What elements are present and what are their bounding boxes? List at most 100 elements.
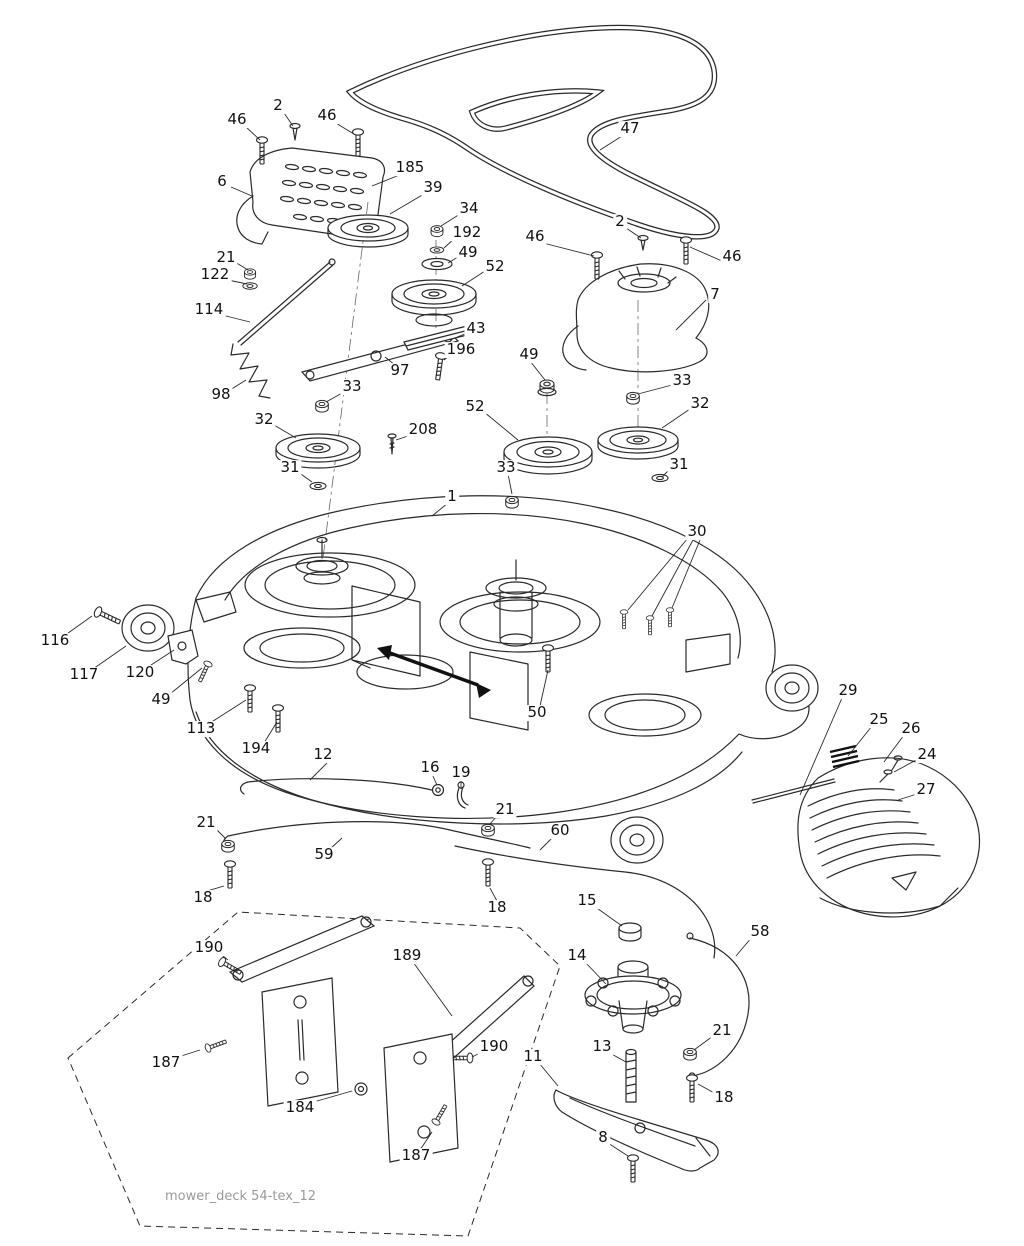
part-label-113: 113	[184, 719, 218, 738]
brake-rod-114	[237, 258, 336, 346]
flange-nut-49	[537, 379, 557, 397]
part-label-50: 50	[525, 703, 549, 722]
part-label-14: 14	[565, 946, 589, 965]
part-label-39: 39	[421, 178, 445, 197]
part-label-189: 189	[390, 946, 424, 965]
part-label-43: 43	[464, 319, 488, 338]
pulley-49-small	[421, 257, 453, 271]
pulley-39	[327, 214, 409, 248]
lift-rod-60	[454, 845, 716, 959]
chute-rod-29	[751, 778, 836, 804]
part-label-190: 190	[192, 938, 226, 957]
part-label-2: 2	[613, 212, 627, 231]
washer-16	[431, 783, 445, 797]
part-label-32: 32	[252, 410, 276, 429]
direction-arrow	[377, 645, 491, 698]
part-label-1: 1	[445, 487, 459, 506]
part-label-47: 47	[618, 119, 642, 138]
pulley-52-mid	[503, 436, 593, 475]
part-label-29: 29	[836, 681, 860, 700]
mandrel-cover-left	[236, 122, 386, 245]
part-label-122: 122	[198, 265, 232, 284]
part-label-184: 184	[283, 1098, 317, 1117]
part-label-120: 120	[123, 663, 157, 682]
plug-fastener	[289, 122, 301, 141]
part-label-24: 24	[915, 745, 939, 764]
part-label-6: 6	[215, 172, 229, 191]
part-label-60: 60	[548, 821, 572, 840]
front-link-rod-12	[239, 778, 433, 795]
wheel-bracket-120	[167, 629, 199, 665]
part-label-49: 49	[149, 690, 173, 709]
part-label-187: 187	[399, 1146, 433, 1165]
drive-belt	[345, 24, 720, 240]
screw-208	[387, 433, 397, 455]
pulley-52-upper	[391, 279, 477, 327]
part-label-116: 116	[38, 631, 72, 650]
part-label-16: 16	[418, 758, 442, 777]
part-label-18: 18	[191, 888, 215, 907]
plug-fastener	[637, 234, 649, 251]
shaft-13	[625, 1048, 637, 1103]
part-label-190: 190	[477, 1037, 511, 1056]
part-label-12: 12	[311, 745, 335, 764]
part-label-196: 196	[444, 340, 478, 359]
part-label-18: 18	[712, 1088, 736, 1107]
grip-pad-25	[829, 744, 860, 769]
part-label-59: 59	[312, 845, 336, 864]
part-label-32: 32	[688, 394, 712, 413]
blade-11	[553, 1089, 719, 1172]
part-label-208: 208	[406, 420, 440, 439]
part-label-194: 194	[239, 739, 273, 758]
part-label-11: 11	[521, 1047, 545, 1066]
part-label-25: 25	[867, 710, 891, 729]
part-label-21: 21	[214, 248, 238, 267]
part-label-187: 187	[149, 1053, 183, 1072]
pulley-32-left	[275, 433, 361, 469]
part-label-31: 31	[278, 458, 302, 477]
bracket-inset	[67, 911, 561, 1237]
part-label-46: 46	[720, 247, 744, 266]
part-label-31: 31	[667, 455, 691, 474]
part-label-15: 15	[575, 891, 599, 910]
part-label-7: 7	[708, 285, 722, 304]
spring-98	[230, 343, 271, 399]
part-label-46: 46	[315, 106, 339, 125]
part-label-58: 58	[748, 922, 772, 941]
part-label-49: 49	[456, 243, 480, 262]
screw-26	[891, 755, 903, 771]
part-label-33: 33	[670, 371, 694, 390]
part-label-18: 18	[485, 898, 509, 917]
pulley-32-right	[597, 426, 679, 460]
bushing-184	[354, 1082, 368, 1096]
part-label-13: 13	[590, 1037, 614, 1056]
part-label-27: 27	[914, 780, 938, 799]
part-label-97: 97	[388, 361, 412, 380]
part-label-26: 26	[899, 719, 923, 738]
part-label-21: 21	[710, 1021, 734, 1040]
vent-slots	[279, 163, 368, 225]
part-label-8: 8	[596, 1128, 610, 1147]
leader-lines	[63, 112, 919, 1157]
part-label-52: 52	[483, 257, 507, 276]
part-label-21: 21	[493, 800, 517, 819]
bearing-cup-15	[618, 922, 642, 942]
part-label-52: 52	[463, 397, 487, 416]
part-label-30: 30	[685, 522, 709, 541]
mandrel-cover-right	[562, 234, 710, 373]
part-label-34: 34	[457, 199, 481, 218]
part-label-19: 19	[449, 763, 473, 782]
mandrel-housing-14	[584, 960, 682, 1034]
screw-24	[879, 769, 893, 783]
part-label-46: 46	[523, 227, 547, 246]
part-label-46: 46	[225, 110, 249, 129]
part-label-33: 33	[494, 458, 518, 477]
part-label-21: 21	[194, 813, 218, 832]
part-label-2: 2	[271, 96, 285, 115]
part-label-114: 114	[192, 300, 226, 319]
part-label-98: 98	[209, 385, 233, 404]
part-label-49: 49	[517, 345, 541, 364]
part-label-185: 185	[393, 158, 427, 177]
